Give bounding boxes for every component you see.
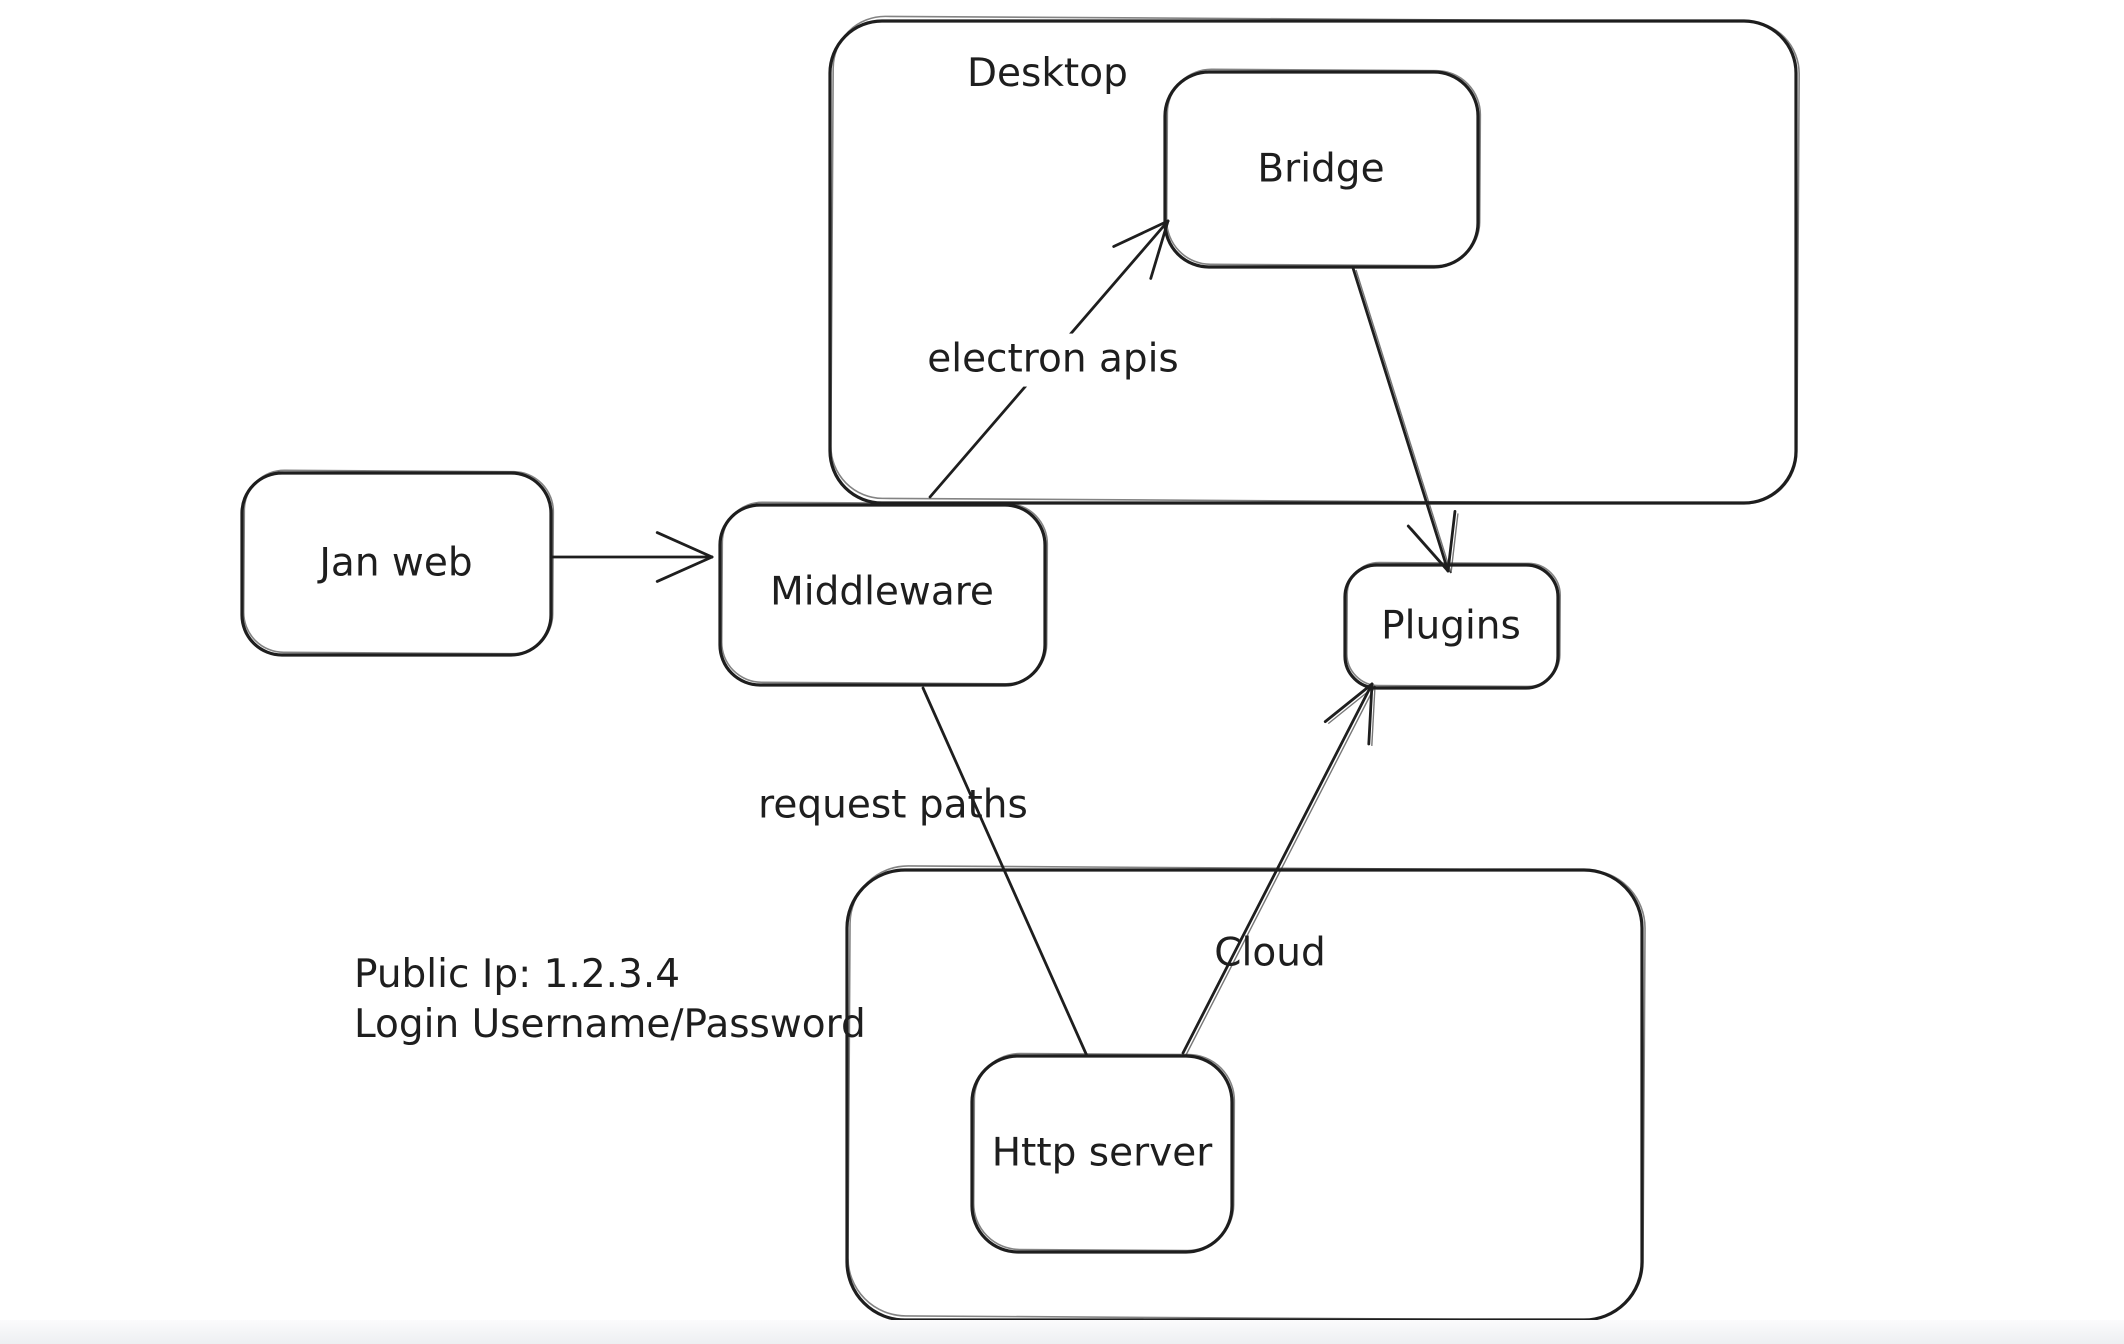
label-jan-web: Jan web <box>319 540 473 586</box>
footer-strip <box>0 1320 2124 1344</box>
label-http-server: Http server <box>991 1130 1213 1176</box>
node-bridge[interactable] <box>1163 68 1482 269</box>
edge-middleware-httpserver[interactable] <box>921 686 1089 1058</box>
note-line-login: Login Username/Password <box>354 1002 866 1047</box>
edge-bridge-plugins[interactable] <box>1351 266 1459 574</box>
node-middleware[interactable] <box>718 501 1049 687</box>
label-plugins: Plugins <box>1381 603 1521 649</box>
note-line-public-ip: Public Ip: 1.2.3.4 <box>354 952 681 997</box>
node-janweb[interactable] <box>240 469 555 657</box>
note-text[interactable]: Public Ip: 1.2.3.4 Login Username/Passwo… <box>354 950 866 1050</box>
node-httpserver[interactable] <box>970 1052 1236 1254</box>
label-middleware: Middleware <box>770 569 994 615</box>
label-bridge: Bridge <box>1257 146 1385 192</box>
edge-httpserver-plugins[interactable] <box>1181 682 1376 1056</box>
container-desktop[interactable] <box>828 15 1800 505</box>
label-electron-apis[interactable]: electron apis <box>915 333 1191 387</box>
edge-janweb-middleware[interactable] <box>549 531 714 583</box>
label-cloud[interactable]: Cloud <box>1214 930 1326 976</box>
label-desktop[interactable]: Desktop <box>967 51 1128 96</box>
label-request-paths[interactable]: request paths <box>758 782 1028 828</box>
